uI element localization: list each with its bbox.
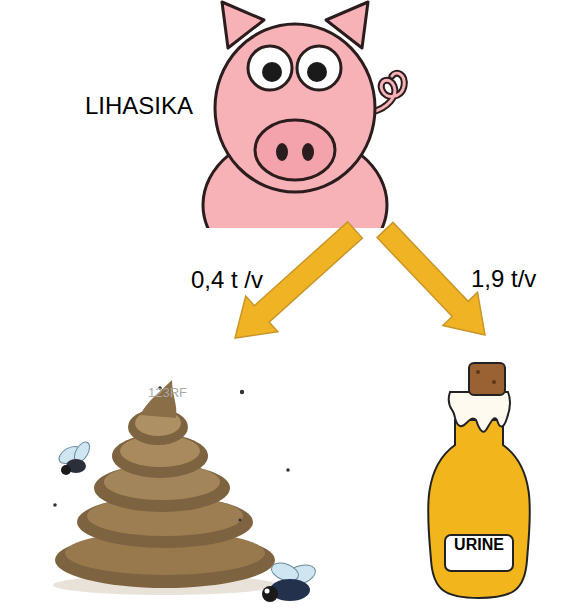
flow-arrow — [235, 222, 362, 338]
flow-amount: 0,4 t /v — [191, 266, 263, 294]
manure-node — [45, 338, 290, 600]
poop-drawing — [53, 380, 318, 602]
flow-amount: 1,9 t/v — [471, 265, 536, 293]
urine-node: URINE — [415, 335, 550, 600]
bottle-drawing — [428, 363, 530, 598]
node-label: LIHASIKA — [85, 92, 193, 120]
node-label: URINE — [445, 536, 513, 554]
animal-node: LIHASIKA — [80, 0, 390, 230]
pig-drawing — [203, 2, 404, 277]
flow-arrow — [377, 222, 485, 335]
watermark: 123RF — [148, 386, 187, 400]
